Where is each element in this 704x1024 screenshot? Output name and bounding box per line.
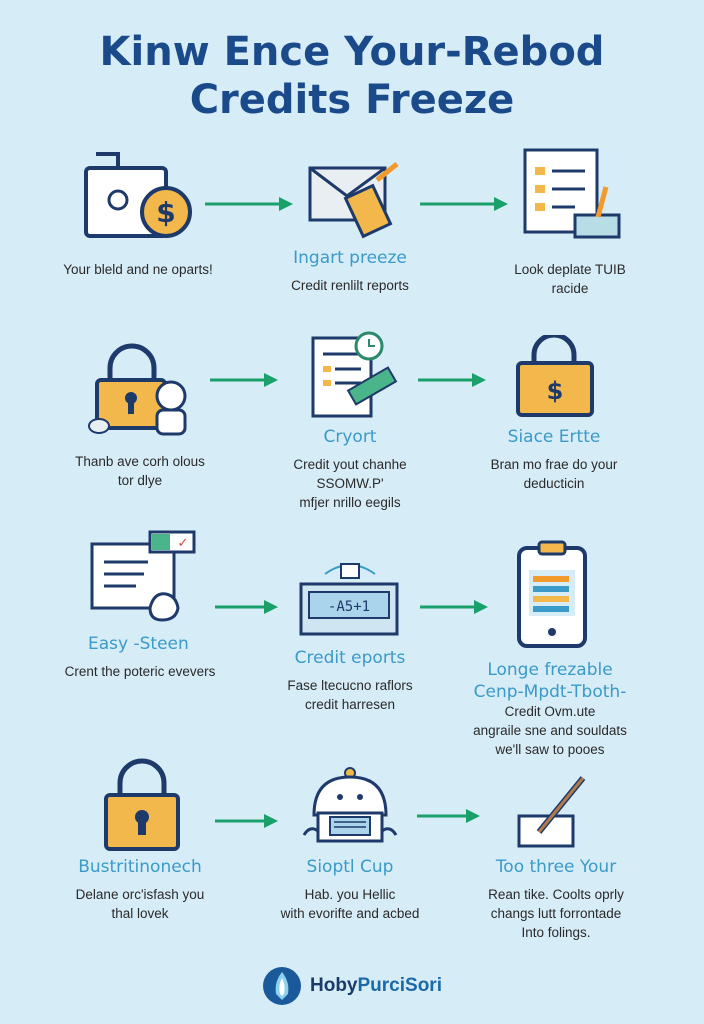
document-clock-icon bbox=[311, 331, 398, 418]
step-heading: Sioptl Cup bbox=[306, 857, 394, 877]
step-caption: Credit yout chanhe bbox=[293, 457, 407, 472]
step-caption: deducticin bbox=[523, 476, 585, 491]
step-heading: Cryort bbox=[323, 427, 377, 447]
brand-name: HobyPurciSori bbox=[310, 975, 442, 997]
step-caption: Thanb ave corh olous bbox=[75, 454, 205, 469]
envelope-pen-icon bbox=[308, 162, 399, 239]
arrow-right-icon bbox=[215, 814, 278, 828]
step-caption: we'll saw to pooes bbox=[495, 742, 605, 757]
step-heading: Credit eports bbox=[294, 648, 406, 668]
step-caption: mfjer nrillo eegils bbox=[299, 495, 401, 510]
padlock-icon bbox=[104, 758, 180, 851]
step-2-1: Thanb ave corh olous tor dlye bbox=[30, 452, 250, 490]
step-caption: with evorifte and acbed bbox=[280, 906, 420, 921]
svg-text:✓: ✓ bbox=[178, 536, 189, 551]
step-caption: Bran mo frae do your bbox=[490, 457, 618, 472]
page-title: Kinw Ence Your-Rebod Credits Freeze bbox=[0, 28, 704, 124]
step-caption: Fase ltecucno raflors bbox=[287, 678, 413, 693]
arrow-right-icon bbox=[420, 600, 488, 614]
step-caption: angraile sne and souldats bbox=[473, 723, 627, 738]
step-heading: Bustritinonech bbox=[78, 857, 202, 877]
title-line-1: Kinw Ence Your-Rebod bbox=[99, 29, 605, 75]
step-caption: Rean tike. Coolts oprly bbox=[488, 887, 624, 902]
step-caption: Credit renlilt reports bbox=[291, 278, 409, 293]
arrow-right-icon bbox=[210, 373, 278, 387]
step-caption: SSOMW.P' bbox=[316, 476, 384, 491]
arrow-right-icon bbox=[417, 809, 480, 823]
step-caption: Look deplate TUIB bbox=[514, 262, 626, 277]
step-2-2: Cryort Credit yout chanhe SSOMW.P' mfjer… bbox=[240, 427, 460, 512]
step-3-2: Credit eports Fase ltecucno raflors cred… bbox=[240, 648, 460, 714]
brand-name-part-1: Hoby bbox=[310, 975, 358, 996]
step-heading: Siace Ertte bbox=[507, 427, 601, 447]
step-heading: Longe frezable bbox=[487, 660, 613, 680]
step-4-1: Bustritinonech Delane orc'isfash you tha… bbox=[30, 857, 250, 923]
step-heading: Ingart preeze bbox=[293, 248, 407, 268]
calculator-box-icon: -A5+1 bbox=[299, 563, 399, 636]
step-3-3: Longe frezable Cenp-Mpdt-Tboth- Credit O… bbox=[440, 660, 660, 759]
window-hand-icon: ✓ bbox=[90, 530, 196, 622]
step-caption: Credit Ovm.ute bbox=[504, 704, 596, 719]
svg-text:-A5+1: -A5+1 bbox=[328, 599, 370, 615]
step-1-1: Your bleld and ne oparts! bbox=[28, 260, 248, 279]
svg-text:$: $ bbox=[547, 377, 564, 405]
step-caption: Crent the poteric evevers bbox=[64, 664, 216, 679]
step-1-3: Look deplate TUIB racide bbox=[460, 260, 680, 298]
brand: HobyPurciSori bbox=[262, 966, 442, 1006]
step-caption: Into folings. bbox=[521, 925, 591, 940]
tablet-clipboard-icon bbox=[517, 540, 587, 648]
step-1-2: Ingart preeze Credit renlilt reports bbox=[240, 248, 460, 295]
arrow-right-icon bbox=[205, 197, 293, 211]
padlock-person-icon bbox=[88, 343, 187, 436]
step-2-3: Siace Ertte Bran mo frae do your deducti… bbox=[444, 427, 664, 493]
arrow-right-icon bbox=[420, 197, 508, 211]
arrow-right-icon bbox=[215, 600, 278, 614]
step-heading: Too three Your bbox=[495, 857, 617, 877]
step-heading: Easy -Steen bbox=[88, 634, 189, 654]
step-caption: Delane orc'isfash you bbox=[75, 887, 205, 902]
bag-coin-icon: $ bbox=[84, 152, 192, 238]
step-caption: changs lutt forrontade bbox=[490, 906, 622, 921]
robot-device-icon bbox=[302, 767, 398, 843]
step-caption: Hab. you Hellic bbox=[304, 887, 396, 902]
document-checklist-icon bbox=[523, 148, 621, 239]
svg-text:$: $ bbox=[156, 196, 175, 229]
brand-name-part-2: PurciSori bbox=[357, 975, 442, 996]
logo-icon bbox=[263, 967, 301, 1005]
step-3-1: Easy -Steen Crent the poteric evevers bbox=[30, 634, 250, 681]
step-4-2: Sioptl Cup Hab. you Hellic with evorifte… bbox=[240, 857, 460, 923]
dollar-lock-icon: $ bbox=[516, 335, 594, 417]
step-caption: credit harresen bbox=[304, 697, 396, 712]
arrow-right-icon bbox=[418, 373, 486, 387]
step-subheading: Cenp-Mpdt-Tboth- bbox=[473, 682, 627, 702]
step-caption: racide bbox=[551, 281, 589, 296]
step-4-3: Too three Your Rean tike. Coolts oprly c… bbox=[446, 857, 666, 942]
footer: HobyPurciSori bbox=[0, 966, 704, 1011]
step-caption: Your bleld and ne oparts! bbox=[63, 262, 213, 277]
step-caption: thal lovek bbox=[111, 906, 169, 921]
title-line-2: Credits Freeze bbox=[189, 77, 515, 123]
step-caption: tor dlye bbox=[117, 473, 163, 488]
pencil-paper-icon bbox=[517, 776, 586, 848]
